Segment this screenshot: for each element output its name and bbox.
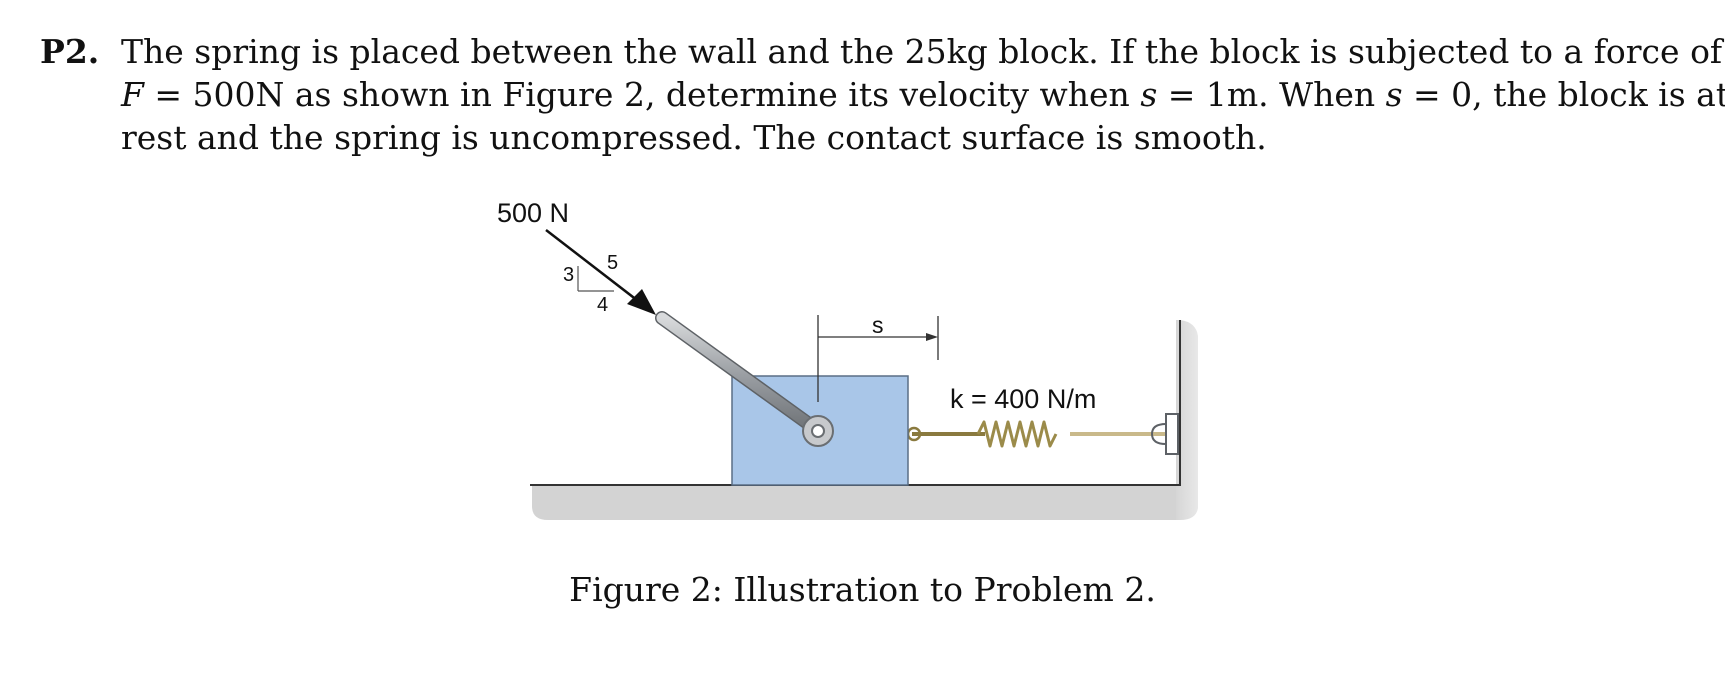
problem-line-1: The spring is placed between the wall an… xyxy=(121,32,1723,71)
floor-shadow xyxy=(532,486,1186,520)
problem-line-2-c: = 0, the block is at xyxy=(1402,75,1725,114)
displacement-dimension xyxy=(817,315,939,402)
slope-run-label: 4 xyxy=(597,294,608,316)
rod-pin-inner xyxy=(811,424,825,438)
push-rod xyxy=(655,311,827,439)
problem-text: The spring is placed between the wall an… xyxy=(121,30,1725,159)
figure-caption: Figure 2: Illustration to Problem 2. xyxy=(569,570,1156,609)
problem-line-3: rest and the spring is uncompressed. The… xyxy=(121,118,1267,157)
slope-triangle xyxy=(577,266,614,292)
wall-mount-bracket xyxy=(1150,413,1179,455)
problem-line-2-a: = 500N as shown in Figure 2, determine i… xyxy=(143,75,1141,114)
force-arrow xyxy=(545,229,656,315)
displacement-variable: s xyxy=(1140,75,1158,114)
problem-statement: P2. The spring is placed between the wal… xyxy=(40,30,1725,159)
problem-line-2: F = 500N as shown in Figure 2, determine… xyxy=(121,73,1725,116)
force-label: 500 N xyxy=(497,198,569,228)
problem-number: P2. xyxy=(40,32,100,71)
problem-line-2-b: = 1m. When xyxy=(1157,75,1386,114)
displacement-label: s xyxy=(872,312,884,338)
spring-constant-label: k = 400 N/m xyxy=(950,384,1096,414)
slope-hyp-label: 5 xyxy=(607,252,618,274)
wall-shadow xyxy=(1176,320,1198,520)
force-variable: F xyxy=(121,75,144,114)
spring-coil xyxy=(976,420,1058,448)
displacement-variable-2: s xyxy=(1385,75,1403,114)
slope-rise-label: 3 xyxy=(563,264,574,286)
